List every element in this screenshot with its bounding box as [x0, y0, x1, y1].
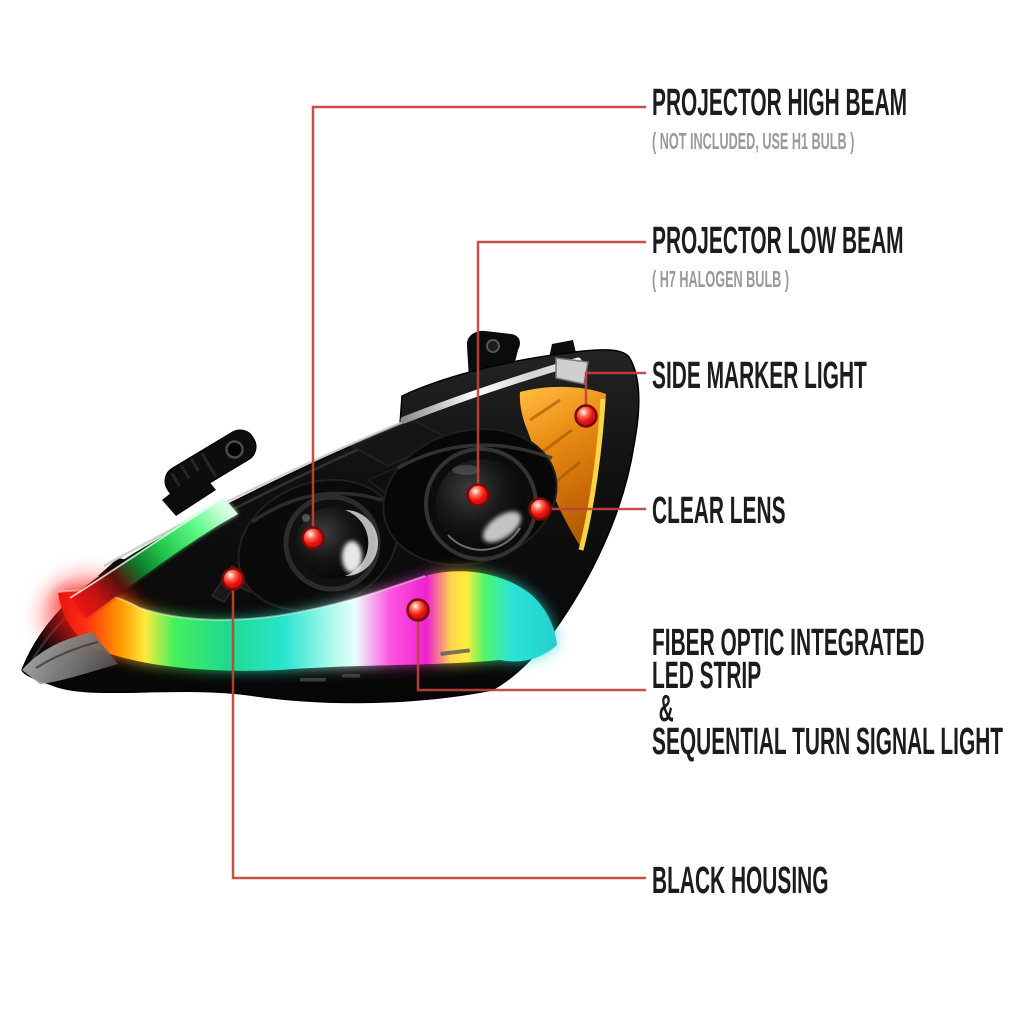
callout-label-low-beam: PROJECTOR LOW BEAM ( H7 HALOGEN BULB ) [652, 222, 1024, 291]
callout-dot-clear-lens [528, 497, 552, 521]
lens-edge-highlight [103, 418, 409, 568]
callout-title-line: LED STRIP [652, 655, 762, 697]
callout-dot-black-housing [221, 567, 245, 591]
high-beam-projector [237, 478, 399, 612]
callout-lines [231, 105, 646, 880]
callout-subtitle: ( H7 HALOGEN BULB ) [652, 266, 790, 292]
callout-dot-side-marker [574, 404, 598, 428]
callout-title-line: FIBER OPTIC INTEGRATED [652, 622, 925, 664]
mounting-tab-top-left-flange [162, 470, 216, 516]
callout-title: BLACK HOUSING [652, 860, 829, 902]
callout-label-clear-lens: CLEAR LENS [652, 492, 895, 530]
led-strip-upper-arm [69, 497, 238, 618]
callout-line-black-housing [231, 579, 646, 880]
callout-dot-led-strip [406, 598, 430, 622]
callout-title-line: SEQUENTIAL TURN SIGNAL LIGHT [652, 721, 1004, 763]
callout-line-side-marker [584, 371, 646, 416]
callout-line-low-beam [476, 240, 646, 495]
callout-title-line: & [658, 688, 674, 730]
callout-title: CLEAR LENS [652, 490, 786, 532]
callout-label-side-marker: SIDE MARKER LIGHT [652, 357, 1024, 395]
callout-dot-low-beam [466, 483, 490, 507]
chrome-clip [555, 357, 589, 385]
callout-line-high-beam [311, 105, 646, 538]
callout-title: PROJECTOR HIGH BEAM [652, 82, 908, 124]
callout-title: SIDE MARKER LIGHT [652, 355, 867, 397]
callout-dot-high-beam [301, 526, 325, 550]
bezel-marks [300, 648, 471, 682]
amber-yellow-edge [578, 398, 606, 551]
callout-label-led-strip: FIBER OPTIC INTEGRATED LED STRIP & SEQUE… [652, 622, 1024, 763]
callout-line-led-strip [416, 610, 646, 692]
callout-title: PROJECTOR LOW BEAM [652, 220, 904, 262]
callout-label-high-beam: PROJECTOR HIGH BEAM ( NOT INCLUDED, USE … [652, 84, 1024, 153]
callout-subtitle: ( NOT INCLUDED, USE H1 BULB ) [652, 128, 855, 154]
callout-dots [221, 404, 598, 622]
callout-label-black-housing: BLACK HOUSING [652, 862, 973, 900]
lens-tip [22, 632, 118, 684]
